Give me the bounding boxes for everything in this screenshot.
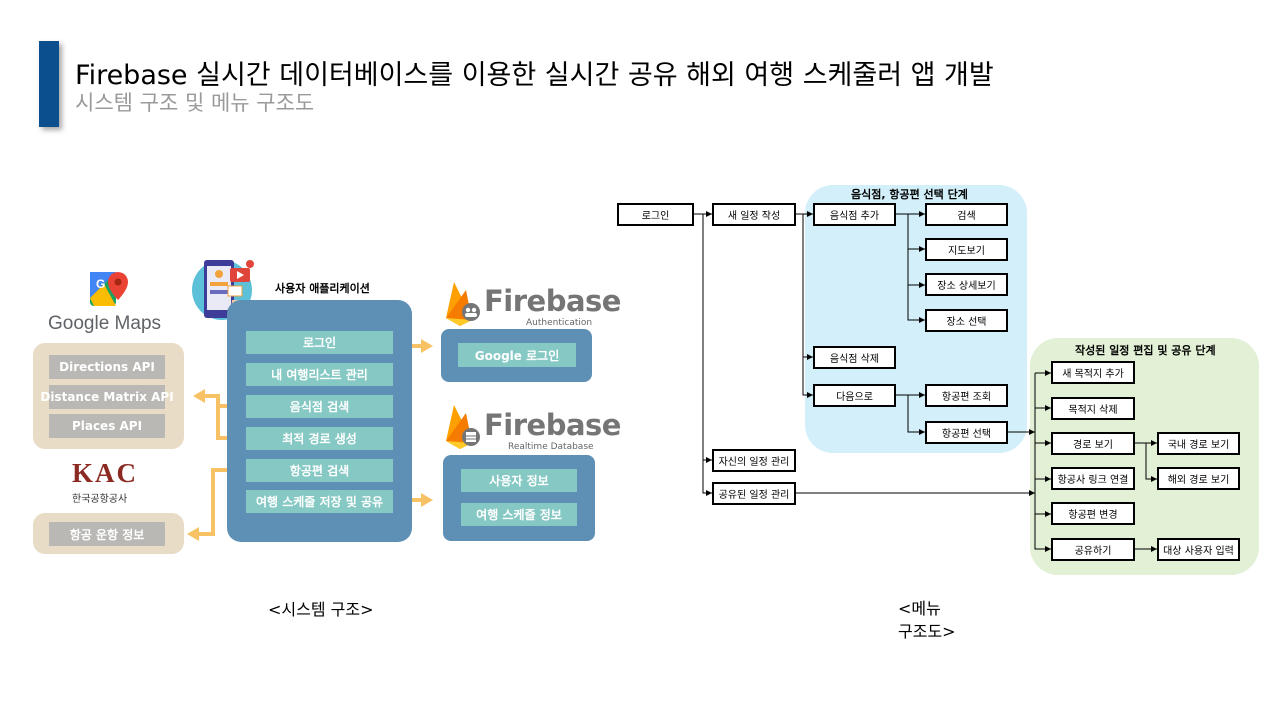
page-subtitle: 시스템 구조 및 메뉴 구조도 <box>75 91 315 115</box>
google-login: Google 로그인 <box>458 343 576 367</box>
google-maps-pin-icon: G <box>88 268 132 312</box>
kac-logo: KAC <box>72 458 138 488</box>
menu-my-schedule: 자신의 일정 관리 <box>712 449 796 472</box>
db-user-info: 사용자 정보 <box>461 469 577 492</box>
menu-place-select: 장소 선택 <box>925 309 1008 332</box>
stage1-label: 음식점, 항공편 선택 단계 <box>851 188 968 201</box>
api-places: Places API <box>49 414 165 438</box>
firebase-auth-sub: Authentication <box>526 318 593 328</box>
menu-add-destination: 새 목적지 추가 <box>1051 361 1135 384</box>
stage2-label: 작성된 일정 편집 및 공유 단계 <box>1075 344 1216 357</box>
menu-flight-change: 항공편 변경 <box>1051 502 1135 525</box>
firebase-db-logo: Firebase <box>484 408 621 442</box>
menu-domestic-route: 국내 경로 보기 <box>1157 432 1240 455</box>
google-maps-logo: Google Maps <box>48 313 162 334</box>
menu-flight-lookup: 항공편 조회 <box>925 384 1008 407</box>
kac-name: 한국공항공사 <box>72 494 128 505</box>
menu-overseas-route: 해외 경로 보기 <box>1157 467 1240 490</box>
system-caption: <시스템 구조> <box>268 600 374 619</box>
menu-delete-destination: 목적지 삭제 <box>1051 397 1135 420</box>
arrow-to-maps <box>205 394 220 422</box>
menu-target-user: 대상 사용자 입력 <box>1157 538 1240 561</box>
app-item-restaurant-search: 음식점 검색 <box>246 395 393 418</box>
app-item-login: 로그인 <box>246 331 393 354</box>
title-accent-bar <box>39 41 59 127</box>
firebase-db-sub: Realtime Database <box>508 442 594 452</box>
menu-share: 공유하기 <box>1051 538 1135 561</box>
app-item-flight-search: 항공편 검색 <box>246 459 393 482</box>
arrowhead-kac <box>187 527 199 541</box>
firebase-db-flame-icon <box>442 403 482 449</box>
arrowhead-db <box>421 493 433 507</box>
menu-add-restaurant: 음식점 추가 <box>813 203 896 226</box>
menu-shared-schedule: 공유된 일정 관리 <box>712 482 796 505</box>
menu-airline-link: 항공사 링크 연결 <box>1051 467 1135 490</box>
app-item-optimal-route: 최적 경로 생성 <box>246 427 393 450</box>
menu-new-schedule: 새 일정 작성 <box>712 203 796 226</box>
flight-operation-info: 항공 운항 정보 <box>49 522 165 546</box>
page-title: Firebase 실시간 데이터베이스를 이용한 실시간 공유 해외 여행 스케… <box>75 60 994 91</box>
menu-route-view: 경로 보기 <box>1051 432 1135 455</box>
menu-caption-line1: <메뉴 <box>898 599 941 618</box>
arrowhead-maps <box>193 389 205 403</box>
user-app-label: 사용자 애플리케이션 <box>275 282 370 295</box>
api-directions: Directions API <box>49 355 165 379</box>
svg-text:G: G <box>96 277 105 291</box>
menu-flight-select: 항공편 선택 <box>925 421 1008 444</box>
db-schedule-info: 여행 스케줄 정보 <box>461 503 577 526</box>
firebase-auth-logo: Firebase <box>484 284 621 318</box>
menu-next: 다음으로 <box>813 384 896 407</box>
menu-place-detail: 장소 상세보기 <box>925 273 1008 296</box>
menu-map-view: 지도보기 <box>925 238 1008 261</box>
menu-delete-restaurant: 음식점 삭제 <box>813 346 896 369</box>
arrowhead-auth <box>421 339 433 353</box>
api-distance-matrix: Distance Matrix API <box>40 385 174 409</box>
menu-login: 로그인 <box>617 203 694 226</box>
app-item-trip-list: 내 여행리스트 관리 <box>246 363 393 386</box>
firebase-flame-icon <box>442 280 482 326</box>
app-item-save-share: 여행 스케줄 저장 및 공유 <box>246 490 393 513</box>
menu-caption-line2: 구조도> <box>898 622 956 641</box>
menu-search: 검색 <box>925 203 1008 226</box>
